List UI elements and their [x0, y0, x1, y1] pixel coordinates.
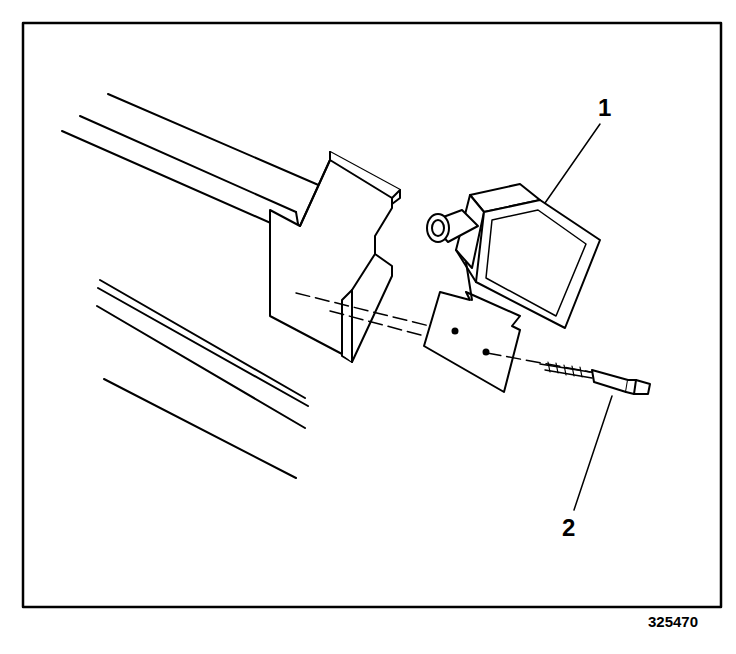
figure-number: 325470	[648, 614, 698, 629]
leader-lines	[545, 124, 612, 510]
callout-number: 2	[562, 516, 575, 540]
upper-rail	[62, 94, 330, 236]
module	[456, 184, 600, 328]
electrical-connector	[427, 210, 478, 242]
callout-number: 1	[598, 96, 611, 120]
mounting-plate	[270, 152, 400, 362]
module-bracket	[424, 292, 520, 392]
figure-border	[23, 23, 721, 607]
screw	[487, 353, 650, 394]
